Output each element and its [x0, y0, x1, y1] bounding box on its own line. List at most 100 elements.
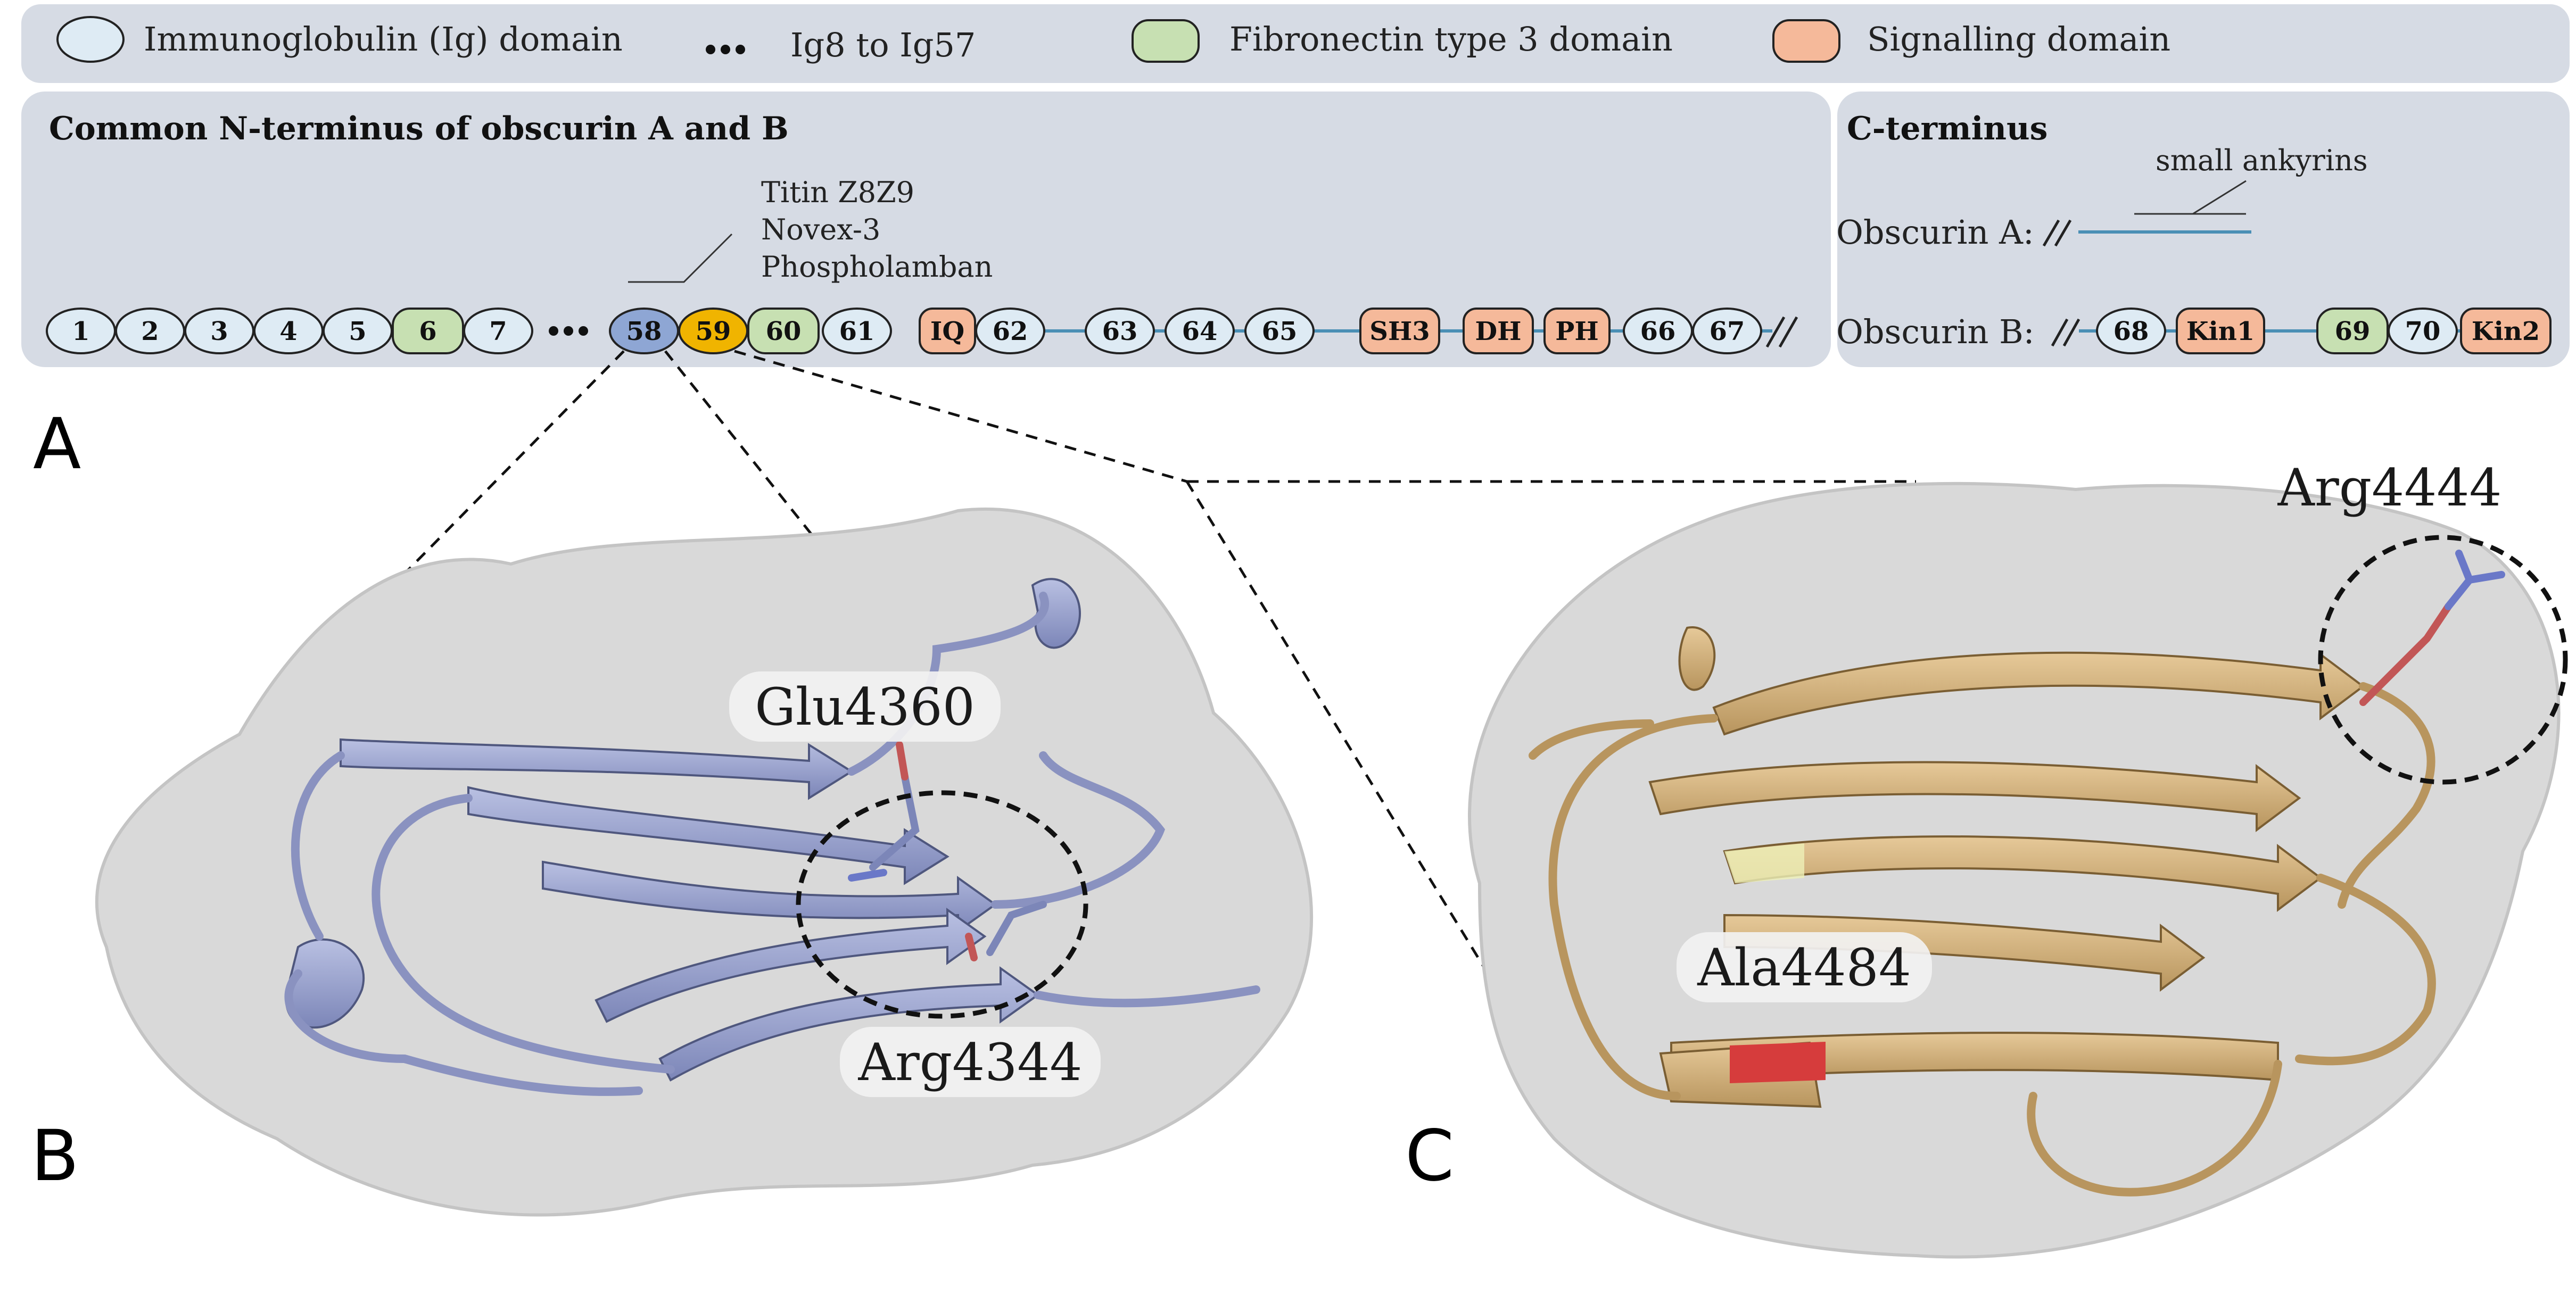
svg-text:Kin2: Kin2 — [2472, 317, 2540, 346]
callout-line-2: Novex-3 — [761, 213, 880, 246]
domain-1: 1 — [46, 308, 116, 354]
svg-text:1: 1 — [72, 317, 89, 346]
svg-text:Kin1: Kin1 — [2186, 317, 2255, 346]
structure-c-loops — [1529, 682, 2436, 1197]
domain-63: 63 — [1085, 308, 1155, 354]
obscurin-b-label: Obscurin B: — [1836, 312, 2035, 351]
svg-text:SH3: SH3 — [1369, 317, 1430, 346]
domain-60: 60 — [747, 308, 820, 354]
domain-6: 6 — [392, 308, 464, 354]
fn3-legend-label: Fibronectin type 3 domain — [1229, 20, 1673, 59]
panel-label-b: B — [31, 1115, 79, 1197]
ala4484-highlight — [1730, 1042, 1826, 1083]
svg-text:5: 5 — [349, 317, 366, 346]
yellow-strand-segment — [1724, 843, 1804, 883]
c-terminus-title: C-terminus — [1847, 110, 2047, 147]
svg-text:3: 3 — [210, 317, 228, 346]
structure-b-highlight-circle — [796, 790, 1088, 1019]
obscurin-b-break-icon — [2051, 318, 2080, 347]
structure-b: Glu4360 Arg4344 — [95, 507, 1314, 1217]
callout-leader — [628, 233, 733, 283]
svg-text:58: 58 — [626, 317, 662, 346]
domain-58: 58 — [609, 308, 679, 354]
n-terminus-panel: Common N-terminus of obscurin A and B Ti… — [21, 92, 1831, 367]
domain-ph: PH — [1543, 308, 1611, 354]
domain-59: 59 — [678, 308, 748, 354]
ellipsis-dots-icon — [549, 326, 588, 336]
svg-text:69: 69 — [2335, 317, 2371, 346]
c-domain-row: 68 Kin1 69 70 Kin2 — [2096, 308, 2552, 354]
domain-kin1: Kin1 — [2176, 308, 2265, 354]
dots-legend-label: Ig8 to Ig57 — [790, 26, 976, 64]
signal-legend-swatch — [1772, 19, 1840, 63]
small-ankyrins-label: small ankyrins — [2156, 144, 2368, 177]
break-mark-icon — [1765, 316, 1798, 348]
svg-text:67: 67 — [1710, 317, 1745, 346]
obscurin-a-label: Obscurin A: — [1836, 213, 2034, 252]
panel-label-c: C — [1405, 1115, 1454, 1197]
domain-2: 2 — [115, 308, 185, 354]
domain-70: 70 — [2388, 308, 2458, 354]
svg-text:70: 70 — [2405, 317, 2441, 346]
glu4360-label: Glu4360 — [729, 671, 1001, 742]
domain-7: 7 — [463, 308, 533, 354]
obscurin-a-break-icon — [2042, 219, 2072, 247]
svg-text:59: 59 — [696, 317, 731, 346]
domain-68: 68 — [2096, 308, 2166, 354]
domain-5: 5 — [323, 308, 393, 354]
svg-text:DH: DH — [1475, 317, 1522, 346]
svg-text:63: 63 — [1102, 317, 1138, 346]
domain-67: 67 — [1692, 308, 1762, 354]
n-domain-row: 1 2 3 4 5 6 7 58 59 60 61 IQ 62 63 64 65… — [46, 308, 1798, 354]
legend-bar: Immunoglobulin (Ig) domain Ig8 to Ig57 F… — [21, 4, 2570, 83]
n-terminus-title: Common N-terminus of obscurin A and B — [49, 110, 789, 147]
domain-3: 3 — [184, 308, 254, 354]
arg4444-sidechain — [2359, 550, 2505, 706]
callout-line-3: Phospholamban — [761, 250, 993, 284]
svg-text:4: 4 — [279, 317, 297, 346]
domain-61: 61 — [822, 308, 892, 354]
callout-line-1: Titin Z8Z9 — [761, 176, 914, 209]
svg-text:Arg4344: Arg4344 — [858, 1033, 1083, 1092]
domain-4: 4 — [253, 308, 324, 354]
domain-kin2: Kin2 — [2460, 308, 2552, 354]
arg4444-label: Arg4444 — [2277, 458, 2502, 518]
svg-text:6: 6 — [419, 317, 436, 346]
dots-legend-icon — [706, 45, 745, 54]
svg-text:62: 62 — [993, 317, 1028, 346]
svg-text:64: 64 — [1182, 317, 1218, 346]
domain-62: 62 — [975, 308, 1045, 354]
domain-65: 65 — [1244, 308, 1315, 354]
svg-text:Ala4484: Ala4484 — [1697, 938, 1911, 998]
svg-text:66: 66 — [1640, 317, 1676, 346]
structure-b-ribbons — [285, 578, 1081, 1082]
c-terminus-panel: C-terminus small ankyrins Obscurin A: Ob… — [1836, 92, 2570, 367]
signal-legend-label: Signalling domain — [1867, 20, 2170, 59]
svg-text:IQ: IQ — [930, 317, 964, 346]
svg-text:65: 65 — [1262, 317, 1298, 346]
svg-text:PH: PH — [1555, 317, 1598, 346]
svg-text:Glu4360: Glu4360 — [755, 677, 975, 737]
svg-text:61: 61 — [839, 317, 875, 346]
ig-legend-label: Immunoglobulin (Ig) domain — [144, 20, 623, 59]
structure-b-loops — [284, 592, 1260, 1096]
svg-text:2: 2 — [141, 317, 159, 346]
domain-dh: DH — [1463, 308, 1534, 354]
ala4484-label: Ala4484 — [1677, 932, 1932, 1002]
domain-66: 66 — [1623, 308, 1693, 354]
svg-text:68: 68 — [2113, 317, 2149, 346]
domain-69: 69 — [2316, 308, 2389, 354]
fn3-legend-swatch — [1132, 19, 1200, 63]
svg-text:7: 7 — [489, 317, 507, 346]
arg4344-label: Arg4344 — [840, 1027, 1101, 1097]
domain-sh3: SH3 — [1359, 308, 1440, 354]
panel-label-a: A — [33, 403, 81, 485]
ig-legend-swatch — [56, 16, 125, 63]
structure-c-highlight-circle — [2318, 535, 2568, 785]
callout-partners: Titin Z8Z9 Novex-3 Phospholamban — [628, 176, 993, 284]
structure-c: Arg4444 Ala4484 — [1468, 458, 2568, 1259]
svg-text:60: 60 — [766, 317, 802, 346]
svg-text:Arg4444: Arg4444 — [2277, 458, 2502, 518]
domain-iq: IQ — [919, 308, 976, 354]
domain-64: 64 — [1165, 308, 1235, 354]
